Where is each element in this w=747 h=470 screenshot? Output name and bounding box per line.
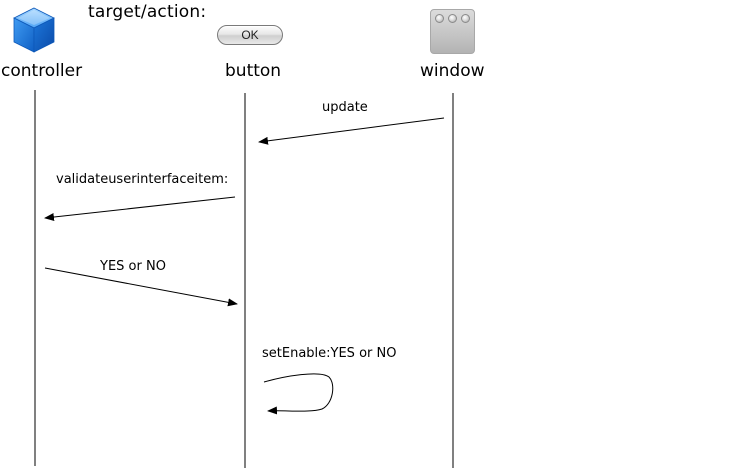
message-arrow-yes-no [44, 267, 238, 307]
window-minimize-dot [448, 14, 457, 23]
message-arrow-set-enable [263, 373, 334, 415]
diagram-title: target/action: [88, 2, 207, 22]
actor-label-controller: controller [1, 61, 83, 81]
message-label-update: update [322, 100, 368, 115]
actor-label-window: window [420, 61, 485, 81]
cube-icon [13, 7, 55, 53]
window-close-dot [435, 14, 444, 23]
window-zoom-dot [461, 14, 470, 23]
message-arrow-validate [44, 196, 236, 221]
message-arrow-update [258, 117, 445, 145]
message-label-set-enable: setEnable:YES or NO [262, 346, 397, 361]
message-label-yes-no: YES or NO [100, 259, 166, 274]
ok-button[interactable]: OK [217, 25, 283, 45]
window-icon [430, 9, 475, 54]
actor-label-button: button [225, 61, 282, 81]
message-label-validate: validateuserinterfaceitem: [56, 172, 229, 187]
